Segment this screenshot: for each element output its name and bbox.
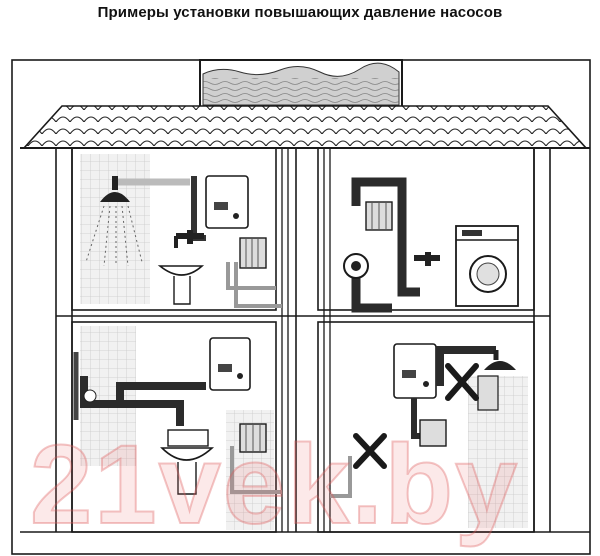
faucet-icon [174, 230, 204, 248]
building-frame [20, 147, 590, 533]
sink-icon [157, 265, 205, 305]
shower-head-icon [85, 176, 190, 267]
water-heater-icon [209, 337, 251, 391]
washing-machine-icon [455, 225, 519, 307]
roof-tiles [20, 105, 590, 149]
water-heater-icon [191, 175, 249, 241]
diagram-title: Примеры установки повышающих давление на… [97, 4, 503, 21]
tile-panels [80, 154, 528, 530]
pump-icon [419, 375, 499, 447]
supply-pipes [226, 148, 352, 532]
cross-mark-icon [445, 363, 479, 401]
gauge-icon [343, 253, 369, 279]
pump-icon [239, 423, 267, 453]
toilet-icon [160, 429, 215, 495]
pump-icon [239, 237, 267, 269]
cross-mark-icon [353, 433, 387, 469]
roof-water-tank [199, 59, 403, 109]
house-outline [11, 59, 591, 555]
pump-icon [365, 201, 393, 231]
dark-pipe-top-right [351, 177, 420, 313]
faucet-icon [414, 252, 440, 266]
water-heater-icon [393, 343, 437, 399]
shower-head-icon [73, 352, 97, 420]
house-diagram [11, 59, 591, 555]
shower-head-icon [484, 350, 516, 370]
